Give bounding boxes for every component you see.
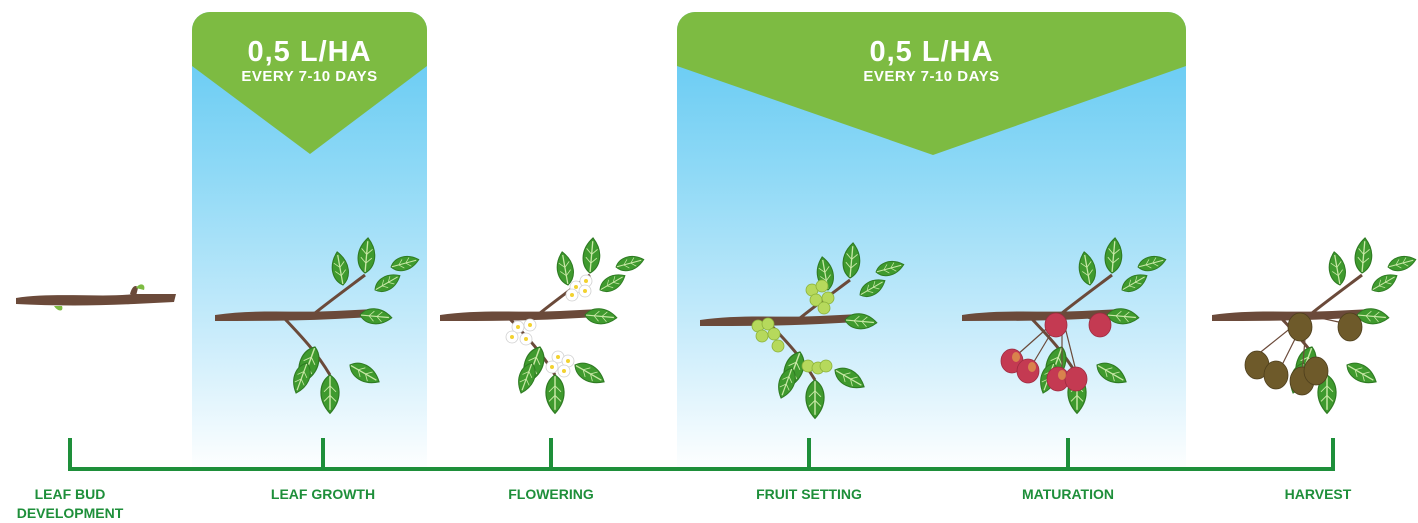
stage-label-maturation: MATURATION [988,485,1148,504]
stage-label-leaf-bud-development: LEAF BUD DEVELOPMENT [0,485,150,523]
stage-label-fruit-setting: FRUIT SETTING [729,485,889,504]
stage-label-leaf-growth: LEAF GROWTH [243,485,403,504]
stage-label-harvest: HARVEST [1238,485,1398,504]
stage-label-flowering: FLOWERING [471,485,631,504]
